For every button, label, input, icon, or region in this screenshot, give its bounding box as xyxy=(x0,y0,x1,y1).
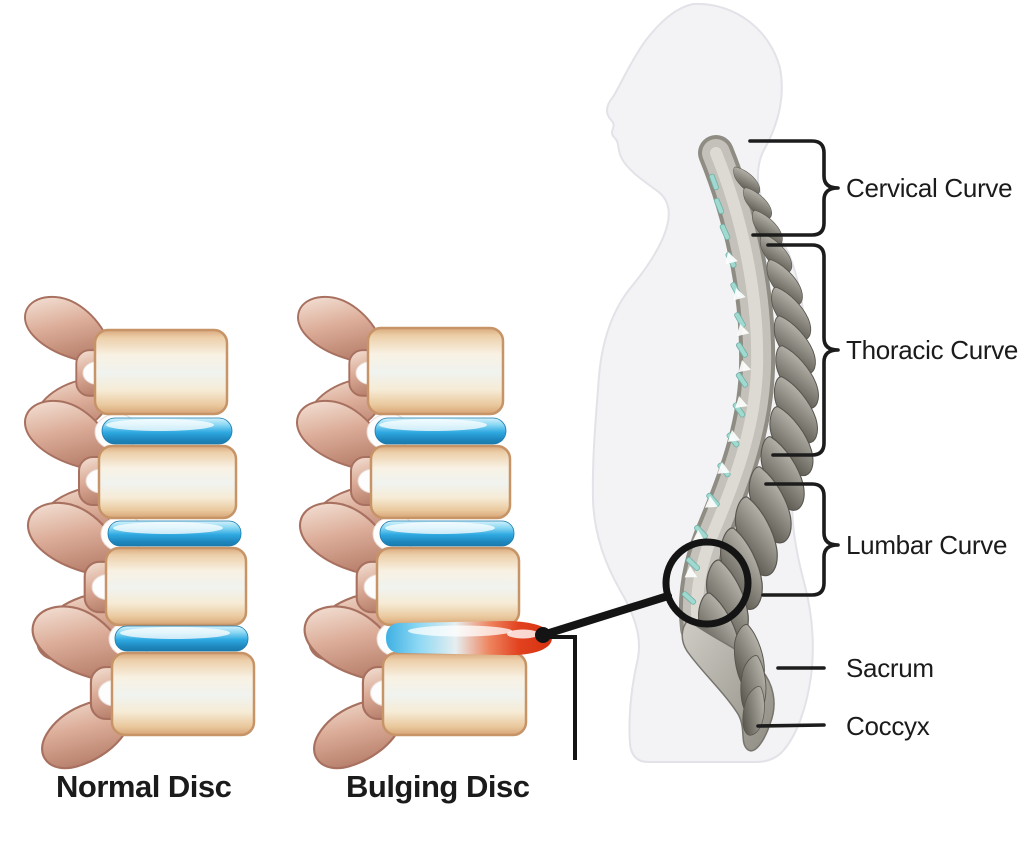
upper-discs xyxy=(374,417,515,547)
bulging-disc-label: Bulging Disc xyxy=(346,769,530,804)
coccyx-label: Coccyx xyxy=(846,711,930,741)
spine-illustration xyxy=(678,135,833,752)
label-braces xyxy=(748,139,840,728)
thoracic-brace xyxy=(766,243,840,457)
pointer-line-thick xyxy=(539,592,672,639)
normal-disc-label: Normal Disc xyxy=(56,769,232,804)
normal-discs xyxy=(101,417,249,652)
coccyx-leader-line xyxy=(756,723,826,728)
sacrum-coccyx xyxy=(681,618,779,752)
vertebral-bodies xyxy=(366,326,528,737)
bulging-disc-stack xyxy=(295,295,552,770)
cervical-brace xyxy=(748,139,840,237)
lumbar-brace xyxy=(761,482,840,597)
bulging-disc xyxy=(386,621,552,656)
pointer-dot xyxy=(535,627,551,643)
sacrum-label: Sacrum xyxy=(846,653,934,683)
cervical-curve-label: Cervical Curve xyxy=(846,173,1013,203)
pointer-line-thin xyxy=(549,635,577,760)
annotation-lines xyxy=(535,538,752,760)
lumbar-curve-label: Lumbar Curve xyxy=(846,530,1008,560)
thoracic-curve-label: Thoracic Curve xyxy=(846,335,1019,365)
magnifier-circle xyxy=(662,538,752,628)
normal-disc-stack xyxy=(23,295,256,770)
vertebral-bodies xyxy=(93,328,256,737)
